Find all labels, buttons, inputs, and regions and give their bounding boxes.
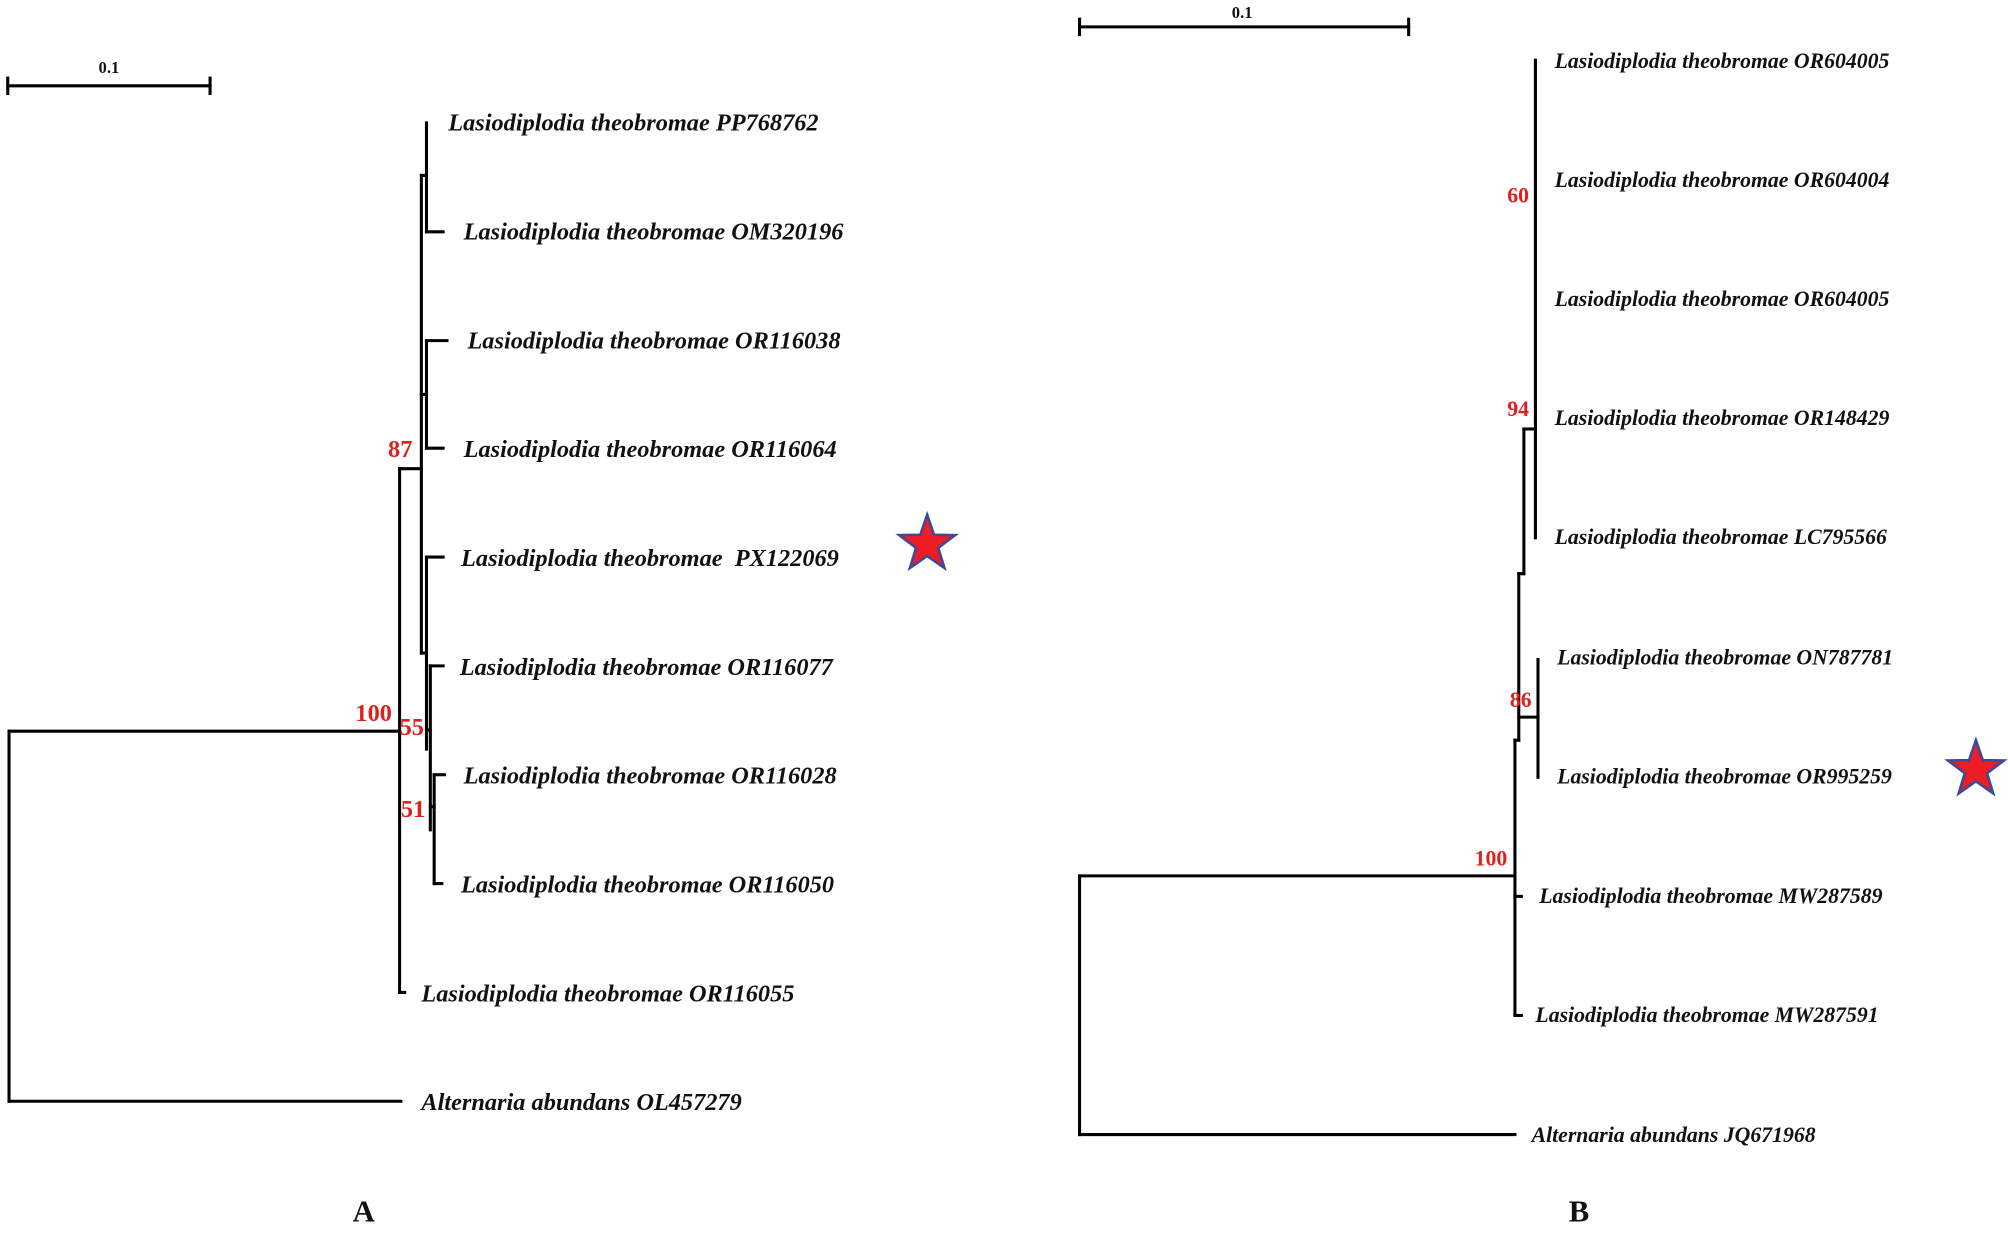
panel-label-a: A <box>353 1195 375 1229</box>
tip-label: Lasiodiplodia theobromae OR116050 <box>460 872 834 899</box>
tip-label: Lasiodiplodia theobromae OR604005 <box>1554 287 1890 311</box>
tip-label: Lasiodiplodia theobromae OR116077 <box>459 654 834 681</box>
tip-label-outgroup: Alternaria abundans JQ671968 <box>1530 1123 1816 1147</box>
tip-label: Lasiodiplodia theobromae PP768762 <box>447 110 818 137</box>
tip-label: Lasiodiplodia theobromae OR604004 <box>1554 168 1890 192</box>
tree-a-branches <box>7 121 449 1103</box>
bootstrap-value: 100 <box>355 700 391 727</box>
scale-label-b: 0.1 <box>1232 3 1253 22</box>
tip-label: Lasiodiplodia theobromae MW287591 <box>1534 1003 1878 1027</box>
tip-label-highlighted: Lasiodiplodia theobromae PX122069 <box>460 545 839 572</box>
scale-label-a: 0.1 <box>99 58 120 77</box>
tip-label: Lasiodiplodia theobromae ON787781 <box>1556 646 1893 670</box>
tip-label: Lasiodiplodia theobromae OR116064 <box>463 436 837 463</box>
bootstrap-value: 94 <box>1507 397 1529 421</box>
bootstrap-value: 60 <box>1507 183 1529 207</box>
tip-label: Lasiodiplodia theobromae OR148429 <box>1554 406 1890 430</box>
tree-b-branches <box>1078 58 1540 1137</box>
tip-label: Lasiodiplodia theobromae OR604005 <box>1554 49 1890 73</box>
bootstrap-value: 55 <box>400 714 424 741</box>
star-icon <box>895 510 959 572</box>
tip-label: Lasiodiplodia theobromae OR116055 <box>420 980 794 1007</box>
tree-a: 0.1 Lasiodiplodia theobromae PP768762 La… <box>6 58 959 1229</box>
tip-label: Lasiodiplodia theobromae OR116028 <box>463 763 837 790</box>
tip-label: Lasiodiplodia theobromae LC795566 <box>1554 525 1887 549</box>
bootstrap-value: 51 <box>401 796 425 823</box>
bootstrap-value: 86 <box>1510 688 1532 712</box>
tree-b: 0.1 Lasiodiplodia theobromae OR604005 La… <box>1078 3 2008 1229</box>
panel-label-b: B <box>1569 1195 1590 1229</box>
bootstrap-value: 87 <box>388 436 412 463</box>
bootstrap-value: 100 <box>1475 847 1508 871</box>
tip-label: Lasiodiplodia theobromae MW287589 <box>1538 884 1882 908</box>
tip-label-highlighted: Lasiodiplodia theobromae OR995259 <box>1556 765 1892 789</box>
tip-label-outgroup: Alternaria abundans OL457279 <box>419 1089 741 1116</box>
star-icon <box>1944 736 2008 797</box>
tip-label: Lasiodiplodia theobromae OM320196 <box>463 218 845 245</box>
tip-label: Lasiodiplodia theobromae OR116038 <box>466 327 840 354</box>
